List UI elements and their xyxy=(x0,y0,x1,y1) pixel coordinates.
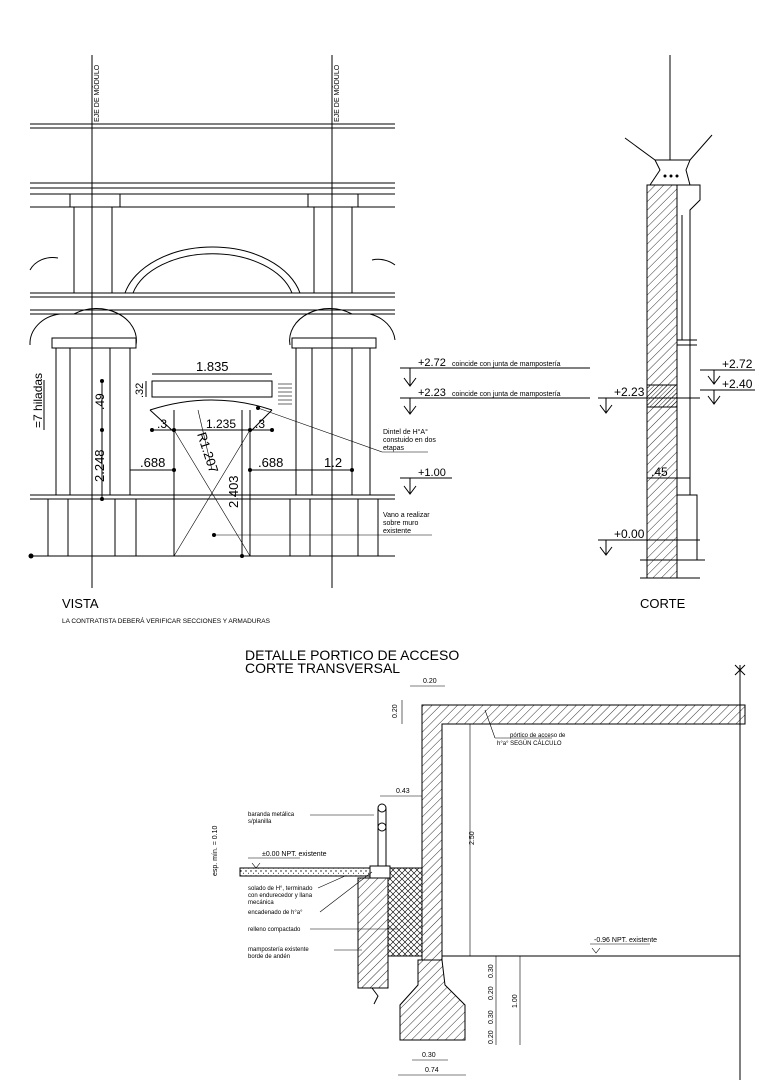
vista-note: LA CONTRATISTA DEBERÁ VERIFICAR SECCIONE… xyxy=(62,616,271,625)
dim-2248: 2.248 xyxy=(92,449,107,482)
svg-text:+2.23: +2.23 xyxy=(418,387,446,399)
dim-3b: .3 xyxy=(255,417,265,431)
dim-12: 1.2 xyxy=(324,455,342,470)
svg-text:Vano a realizar: Vano a realizar xyxy=(383,512,430,519)
dim-030-bottom: 0.30 xyxy=(422,1052,436,1059)
solado-note-1: solado de H°, terminado xyxy=(248,886,313,892)
svg-text:constuido en dos: constuido en dos xyxy=(383,437,436,444)
corte-level-223: +2.23 xyxy=(614,385,645,399)
hiladas-label: =7 hiladas xyxy=(31,373,45,428)
vista-elevation: EJE DE MÓDULO EJE DE MÓDULO xyxy=(28,55,590,625)
dim-v030a: 0.30 xyxy=(488,964,495,978)
dim-1835: 1.835 xyxy=(196,359,229,374)
corte-level-000: +0.00 xyxy=(614,527,645,541)
svg-text:coincide con junta de mamposte: coincide con junta de mampostería xyxy=(452,391,561,398)
svg-text:coincide con junta de mamposte: coincide con junta de mampostería xyxy=(452,361,561,368)
vista-title: VISTA xyxy=(62,596,99,611)
dim-v020b: 0.20 xyxy=(488,1030,495,1044)
encadenado-note: encadenado de h°a° xyxy=(248,910,303,916)
dim-49: .49 xyxy=(93,393,107,410)
esp-min-label: esp. mín. = 0.10 xyxy=(212,826,219,876)
baranda-note-2: s/planilla xyxy=(248,819,272,825)
portico-note-2: h°a° SEGÚN CÁLCULO xyxy=(497,740,562,747)
mamp-note-1: mampostería existente xyxy=(248,947,309,953)
corte-section: +2.23 +2.72 +2.40 .45 +0.00 CORTE xyxy=(598,55,755,611)
dim-688a: .688 xyxy=(140,455,165,470)
level-272: +2.72 coincide con junta de mampostería xyxy=(400,357,590,387)
svg-text:Dintel de H°A°: Dintel de H°A° xyxy=(383,428,428,436)
corte-level-272: +2.72 xyxy=(722,357,753,371)
dim-v100: 1.00 xyxy=(512,994,519,1008)
npt-000-label: ±0.00 NPT. existente xyxy=(262,851,327,858)
relleno-note: relleno compactado xyxy=(248,927,301,933)
corte-title: CORTE xyxy=(640,596,686,611)
dim-2403: 2.403 xyxy=(226,475,241,508)
dim-043: 0.43 xyxy=(396,788,410,795)
dim-1235: 1.235 xyxy=(206,417,236,431)
vano-note: Vano a realizar sobre muro existente xyxy=(383,512,430,535)
mamp-note-2: borde de andén xyxy=(248,954,290,960)
svg-text:+1.00: +1.00 xyxy=(418,467,446,479)
solado-note-3: mecánica xyxy=(248,900,274,906)
baranda-note-1: baranda metálica xyxy=(248,812,295,818)
dim-020-side: 0.20 xyxy=(392,704,399,718)
solado-note-2: con endurecedor y llana xyxy=(248,893,313,899)
svg-text:+2.72: +2.72 xyxy=(418,357,446,369)
detalle-title-1: DETALLE PORTICO DE ACCESO xyxy=(245,647,459,663)
svg-text:etapas: etapas xyxy=(383,445,405,452)
dim-3a: .3 xyxy=(157,417,167,431)
dim-688b: .688 xyxy=(258,455,283,470)
detalle-title-2: CORTE TRANSVERSAL xyxy=(245,660,400,676)
npt-096-label: -0.96 NPT. existente xyxy=(594,937,657,944)
detalle-portico: DETALLE PORTICO DE ACCESO CORTE TRANSVER… xyxy=(212,647,746,1080)
axis-label-right: EJE DE MÓDULO xyxy=(332,64,341,122)
dim-r1207: R1.207 xyxy=(194,430,221,475)
axis-label-left: EJE DE MÓDULO xyxy=(92,64,101,122)
dintel-note: Dintel de H°A° constuido en dos etapas xyxy=(383,428,436,452)
svg-text:existente: existente xyxy=(383,528,411,535)
level-223: +2.23 coincide con junta de mampostería xyxy=(400,387,590,415)
dim-v030b: 0.30 xyxy=(488,1010,495,1024)
dim-250: 2.50 xyxy=(469,831,476,845)
corte-level-240: +2.40 xyxy=(722,377,753,391)
svg-text:sobre muro: sobre muro xyxy=(383,520,419,527)
portico-note-1: pórtico de acceso de xyxy=(510,733,566,739)
level-100: +1.00 xyxy=(400,467,452,495)
dim-v020a: 0.20 xyxy=(488,986,495,1000)
corte-dim-45: .45 xyxy=(651,465,668,479)
dim-020-top: 0.20 xyxy=(423,678,437,685)
dim-32: .32 xyxy=(134,383,146,398)
dim-074: 0.74 xyxy=(425,1067,439,1074)
